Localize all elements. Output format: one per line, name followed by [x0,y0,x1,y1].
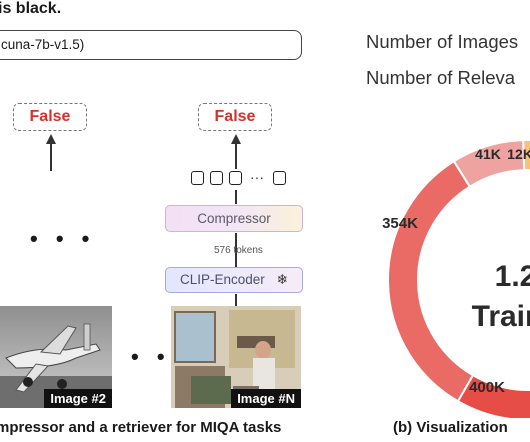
image-2-label: Image #2 [44,389,112,408]
tokens-label: 576 tokens [214,245,263,256]
image-n-photo: Image #N [171,306,301,408]
header-text: is black. [0,0,62,17]
connector-image-clip [235,294,237,306]
connector-compressor-tokens [235,190,237,204]
compressor-block: Compressor [165,205,303,232]
stat-line-1: Number of Images [366,31,519,52]
ellipsis-dots-left: • • • [30,226,96,251]
slice-label-354k: 354K [382,215,418,232]
token-box [210,171,223,185]
caption-right: (b) Visualization [393,419,508,436]
stat-line-2: Number of Releva [366,67,516,88]
token-box [273,171,286,185]
donut-slice-41k [452,139,526,189]
image-2-photo: Image #2 [0,306,112,408]
slice-label-41k: 41K [475,146,501,162]
donut-center-value: 1.2M [495,260,530,293]
arrowhead-up-icon [46,134,56,144]
snowflake-icon: ❄ [276,272,288,287]
caption-left: mpressor and a retriever for MIQA tasks [0,419,282,436]
connector-clip-compressor [235,233,237,267]
output-false-1: False [13,103,87,131]
donut-chart: 1.2M Training 354K 400K 41K 12K [382,139,530,418]
token-box [229,171,242,185]
arrow-up-2 [235,143,237,169]
output-false-2: False [198,103,272,131]
arrowhead-up-icon [231,134,241,144]
image-n-label: Image #N [231,389,301,408]
slice-label-12k: 12K [507,146,530,162]
donut-slice-354k [387,159,475,403]
donut-slice-400k [456,373,530,418]
clip-encoder-label: CLIP-Encoder [180,272,265,287]
llm-box: cuna-7b-v1.5) [0,30,302,60]
llm-label: cuna-7b-v1.5) [1,37,85,52]
slice-label-400k: 400K [469,379,505,396]
arrow-up-1 [50,143,52,171]
donut-center-label: Training [472,300,530,333]
token-box [191,171,204,185]
clip-encoder-block: CLIP-Encoder ❄ [165,267,303,293]
token-ellipsis: ··· [250,169,264,185]
